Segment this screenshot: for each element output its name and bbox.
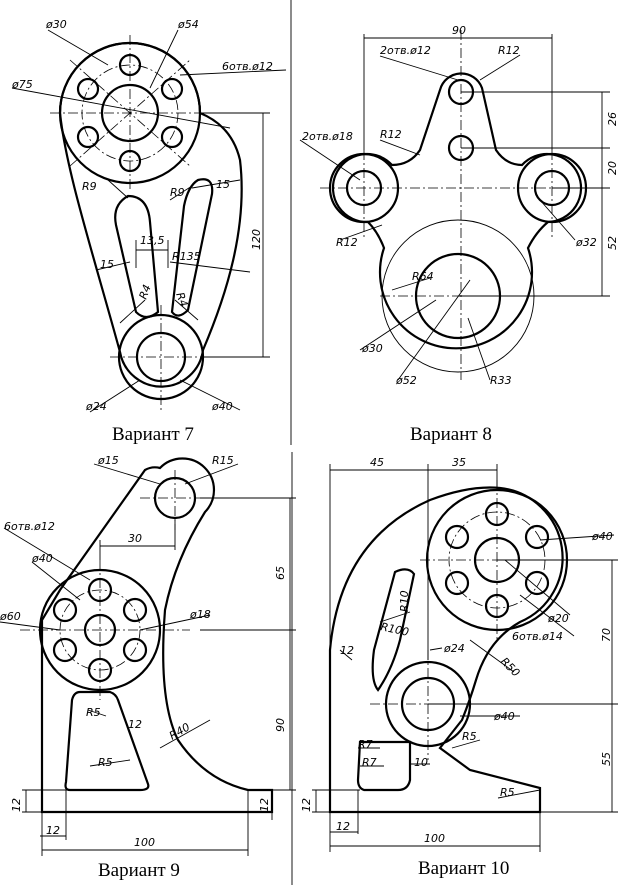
v8-label-d52b: ø52 <box>395 374 417 387</box>
v10-label-r100: R100 <box>379 620 410 639</box>
caption-variant-9: Вариант 9 <box>98 860 180 881</box>
v8-outline <box>331 72 583 350</box>
v10-label-r7b: R7 <box>362 756 377 769</box>
v9-label-d15: ø15 <box>97 454 119 467</box>
v7-label-w15a: 15 <box>216 178 230 191</box>
v9-label-d90: 90 <box>274 718 287 732</box>
v10-slot <box>371 568 416 692</box>
v7-label-d120: 120 <box>250 229 263 250</box>
v10-label-d100: 100 <box>424 832 445 845</box>
v10-label-d40: ø40 <box>591 530 613 543</box>
v7-label-r9a: R9 <box>82 180 97 193</box>
v7-label-d40: ø40 <box>211 400 233 413</box>
v8-label-r12b: R12 <box>336 236 358 249</box>
v10-label-r10: R10 <box>398 590 411 612</box>
v10-label-r50: R50 <box>498 655 522 679</box>
caption-variant-10: Вариант 10 <box>418 858 509 879</box>
v7-label-d30: ø30 <box>45 18 67 31</box>
v7-hole-3 <box>160 125 184 149</box>
v10-label-d35: 35 <box>452 456 466 469</box>
variant-9-drawing <box>0 457 296 856</box>
v10-label-d70: 70 <box>600 628 613 642</box>
v10-label-d10: 10 <box>414 756 428 769</box>
v9-label-d40: ø40 <box>31 552 53 565</box>
v10-label-w12: 12 <box>340 644 354 657</box>
v9-outline <box>40 457 274 814</box>
v8-label-holes18: 2отв.ø18 <box>302 130 353 143</box>
v9-label-r15: R15 <box>212 454 234 467</box>
v8-label-r64: R64 <box>412 270 434 283</box>
v7-label-r4a: R4 <box>137 283 154 301</box>
v10-label-r5b: R5 <box>500 786 515 799</box>
v8-label-d32: ø32 <box>575 236 597 249</box>
v9-label-r5b: R5 <box>98 756 113 769</box>
variant-10-drawing <box>312 464 618 852</box>
v10-label-h12: 12 <box>300 798 313 812</box>
v8-label-r33: R33 <box>490 374 512 387</box>
v7-hole-2 <box>160 77 184 101</box>
v10-label-holes: 6отв.ø14 <box>512 630 563 643</box>
v9-label-d18: ø18 <box>189 608 211 621</box>
v10-outline <box>328 486 564 814</box>
v9-label-r5a: R5 <box>86 706 101 719</box>
v10-label-d24: ø24 <box>443 642 465 655</box>
v7-label-d54: ø54 <box>177 18 199 31</box>
v7-hole-6 <box>76 77 100 101</box>
v9-window <box>64 690 150 792</box>
v9-label-d60: ø60 <box>0 610 21 623</box>
v10-label-d40b: ø40 <box>493 710 515 723</box>
v8-label-d20: 20 <box>606 161 619 175</box>
v9-label-d30: 30 <box>128 532 142 545</box>
v8-label-d26: 26 <box>606 112 619 126</box>
v7-label-d75: ø75 <box>11 78 33 91</box>
v7-left-window <box>114 194 160 319</box>
caption-variant-7: Вариант 7 <box>112 424 194 445</box>
variant-7-drawing <box>11 29 287 413</box>
v8-label-d52: 52 <box>606 236 619 250</box>
v7-label-holes: 6отв.ø12 <box>222 60 273 73</box>
v10-label-d20: ø20 <box>547 612 569 625</box>
v10-label-r5a: R5 <box>462 730 477 743</box>
v9-label-d65: 65 <box>274 566 287 580</box>
v8-label-d90: 90 <box>452 24 466 37</box>
v9-label-d100: 100 <box>134 836 155 849</box>
v8-label-holes12: 2отв.ø12 <box>380 44 431 57</box>
v7-label-d24: ø24 <box>85 400 107 413</box>
v9-label-h12a: 12 <box>10 798 23 812</box>
v10-label-r7a: R7 <box>358 738 373 751</box>
v8-label-r12top: R12 <box>498 44 520 57</box>
v7-hole-5 <box>76 125 100 149</box>
v9-label-w12: 12 <box>128 718 142 731</box>
v10-label-d55: 55 <box>600 752 613 766</box>
v10-label-d45: 45 <box>370 456 384 469</box>
v7-label-w15b: 15 <box>100 258 114 271</box>
v10-label-w12b: 12 <box>336 820 350 833</box>
v10-step-window <box>356 740 412 792</box>
variant-8-drawing <box>299 30 610 381</box>
v7-right-window <box>170 178 214 317</box>
v9-label-holes: 6отв.ø12 <box>4 520 55 533</box>
v9-label-w12b: 12 <box>46 824 60 837</box>
caption-variant-8: Вариант 8 <box>410 424 492 445</box>
v7-label-r135: R135 <box>172 250 201 263</box>
v7-label-r9b: R9 <box>170 186 185 199</box>
v8-label-r12a: R12 <box>380 128 402 141</box>
v7-label-r4b: R4 <box>173 291 190 309</box>
v9-label-h12b: 12 <box>258 798 271 812</box>
v8-label-d30: ø30 <box>361 342 383 355</box>
v7-label-d13-5: 13,5 <box>140 234 165 247</box>
